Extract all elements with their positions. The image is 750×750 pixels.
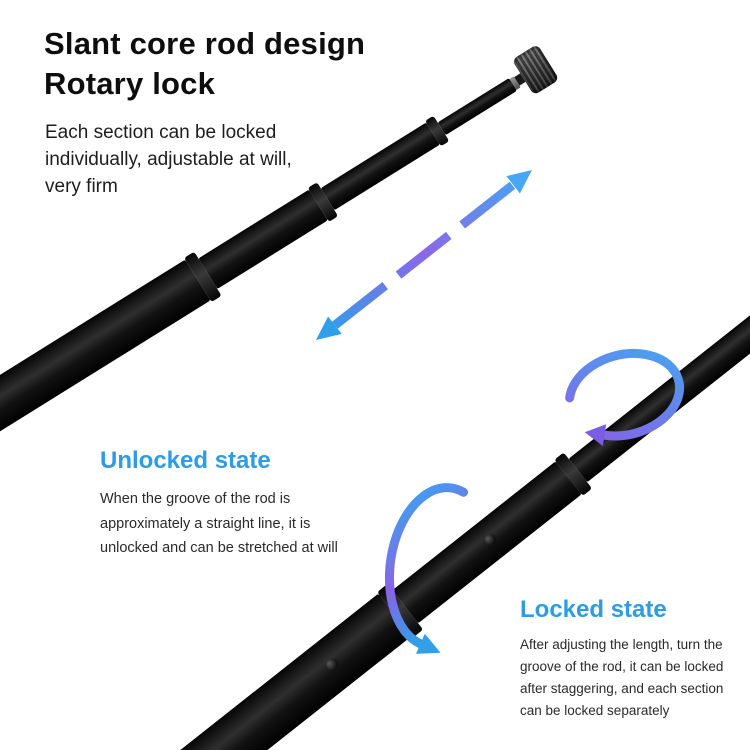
locked-state-heading: Locked state: [520, 596, 667, 623]
extend-arrow-icon: [316, 170, 532, 340]
extend-arrow-shaft: [332, 181, 516, 329]
header-description: Each section can be locked individually,…: [45, 122, 292, 197]
locked-state-body: After adjusting the length, turn the gro…: [520, 637, 724, 718]
extend-arrow-head-upper: [506, 170, 532, 194]
unlocked-state-heading: Unlocked state: [100, 447, 271, 474]
rotate-arrow-bottom-arc: [384, 483, 469, 649]
unlocked-state-body: When the groove of the rod is approximat…: [100, 491, 338, 557]
rotate-arrow-bottom-head: [415, 633, 441, 654]
title-line-1: Slant core rod design: [44, 26, 366, 61]
title-line-2: Rotary lock: [44, 66, 216, 102]
unlocked-state-block: Unlocked state When the groove of the ro…: [100, 447, 355, 561]
page-title: Slant core rod design Rotary lock: [44, 24, 365, 105]
rotate-arrow-bottom-icon: [384, 483, 469, 654]
locked-state-block: Locked state After adjusting the length,…: [520, 596, 736, 721]
rotate-arrow-top-icon: [565, 348, 684, 447]
rotate-arrow-top-arc: [565, 348, 684, 441]
extend-arrow-head-lower: [316, 316, 342, 340]
rotate-arrow-top-head: [584, 424, 607, 447]
